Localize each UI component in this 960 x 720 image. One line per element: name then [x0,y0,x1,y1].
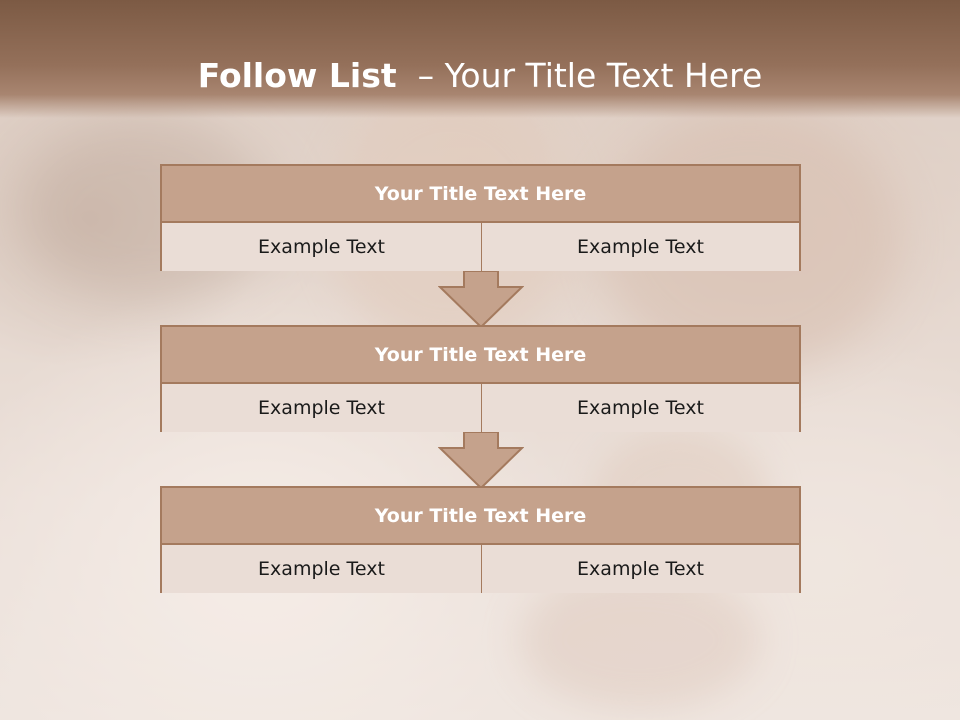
slide-title[interactable]: Follow List – Your Title Text Here [0,52,960,100]
step-cell-right[interactable]: Example Text [482,384,799,432]
slide-title-bold: Follow List [197,56,397,95]
step-cell-left[interactable]: Example Text [162,223,483,271]
step-cell-left[interactable]: Example Text [162,384,483,432]
step-box-2[interactable]: Your Title Text Here Example Text Exampl… [160,325,801,432]
step-cell-right[interactable]: Example Text [482,223,799,271]
down-arrow-icon [438,432,524,490]
step-title[interactable]: Your Title Text Here [162,327,799,384]
step-cell-right[interactable]: Example Text [482,545,799,593]
header-band [0,0,960,118]
step-box-1[interactable]: Your Title Text Here Example Text Exampl… [160,164,801,271]
slide-title-rest: – Your Title Text Here [396,56,763,95]
down-arrow-icon [438,271,524,329]
step-title[interactable]: Your Title Text Here [162,488,799,545]
background-photo-region [520,570,760,710]
step-box-3[interactable]: Your Title Text Here Example Text Exampl… [160,486,801,593]
step-title[interactable]: Your Title Text Here [162,166,799,223]
step-cell-left[interactable]: Example Text [162,545,483,593]
